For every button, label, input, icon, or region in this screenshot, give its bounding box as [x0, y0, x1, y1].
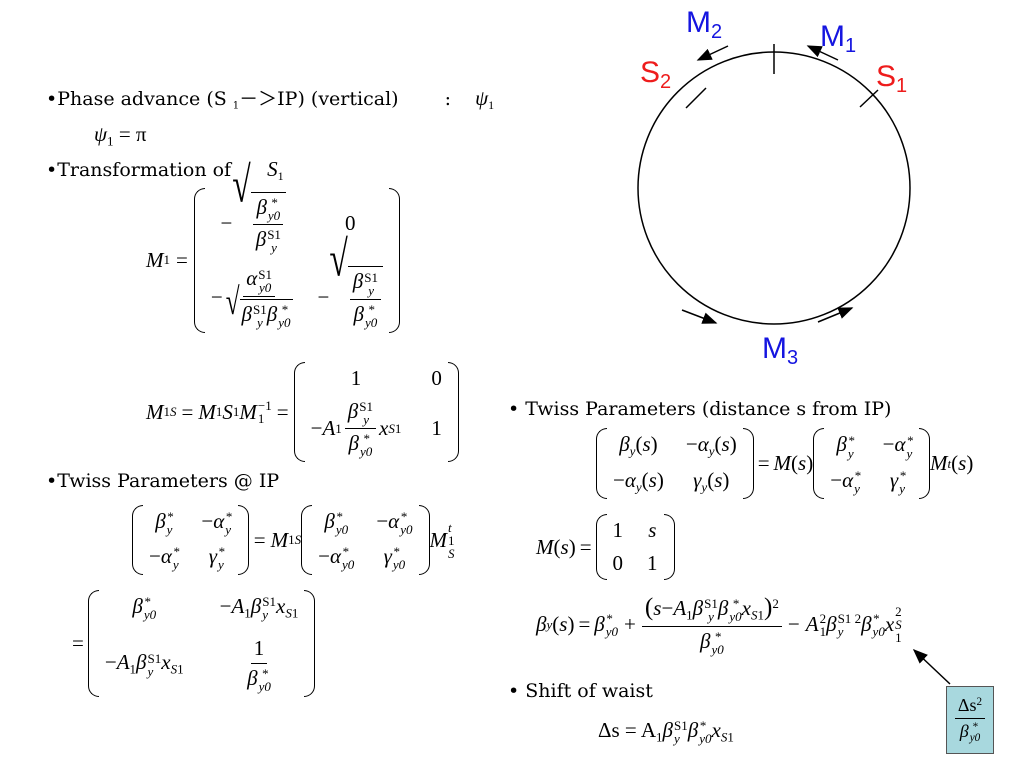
- bullet: •: [46, 88, 58, 110]
- s1-tick: [859, 89, 879, 108]
- psi-equation: ψ1 = π: [94, 122, 147, 150]
- transformation-line: •Transformation of S1: [46, 157, 284, 184]
- m3-arrow-left: [681, 309, 718, 324]
- label-m2: M2: [686, 6, 723, 43]
- transformation-label: Transformation of: [57, 159, 232, 181]
- psi-sub-2: 1: [107, 133, 114, 149]
- box-numerator: Δs: [957, 695, 977, 716]
- psi-symbol-2: ψ: [94, 122, 108, 146]
- shift-waist-label: Shift of waist: [525, 680, 653, 702]
- phase-advance-rest: －＞IP) (vertical): [239, 88, 399, 110]
- twiss-ip-line: •Twiss Parameters @ IP: [46, 470, 279, 492]
- bullet-2: •: [46, 159, 58, 181]
- delta-s-box: Δs2 β*y0: [946, 686, 994, 754]
- ring-diagram: [637, 44, 911, 325]
- psi-sub: 1: [488, 98, 495, 113]
- twiss-distance-line: • Twiss Parameters (distance s from IP): [508, 398, 891, 420]
- label-s2: S2: [640, 56, 672, 93]
- psi-symbol: ψ: [475, 86, 489, 110]
- phase-colon: :: [444, 88, 452, 110]
- ring-circle: [637, 51, 911, 325]
- shift-waist-eq: Δs = A: [598, 718, 657, 742]
- twiss-distance-label: Twiss Parameters (distance s from IP): [525, 398, 892, 420]
- bullet-4: •: [508, 398, 520, 420]
- s1-sub: 1: [277, 169, 284, 184]
- phase-advance-label: Phase advance (S: [57, 88, 227, 110]
- m1-arrow: [806, 45, 839, 61]
- box-denominator: β: [959, 721, 969, 742]
- label-m1: M1: [820, 20, 857, 57]
- psi-equals-pi: = π: [118, 122, 147, 146]
- phase-advance-sub: 1: [232, 100, 240, 112]
- box-pointer-arrow: [912, 648, 951, 685]
- bullet-5: •: [508, 680, 520, 702]
- twiss-s-equation: βy(s) −αy(s) −αy(s) γy(s) =M(s) β*y −α*y…: [596, 428, 973, 500]
- shift-waist-line: • Shift of waist: [508, 680, 653, 702]
- s2-tick: [685, 87, 707, 109]
- m2-arrow: [696, 45, 729, 61]
- label-s1: S1: [876, 60, 908, 97]
- m3-arrow-right: [817, 307, 854, 323]
- s1-symbol: S: [267, 157, 278, 181]
- twiss-ip-label: Twiss Parameters @ IP: [57, 470, 280, 492]
- label-m3: M3: [762, 332, 799, 369]
- phase-advance-line: •Phase advance (S 1－＞IP) (vertical) : ψ1: [46, 84, 494, 113]
- bullet-3: •: [46, 470, 58, 492]
